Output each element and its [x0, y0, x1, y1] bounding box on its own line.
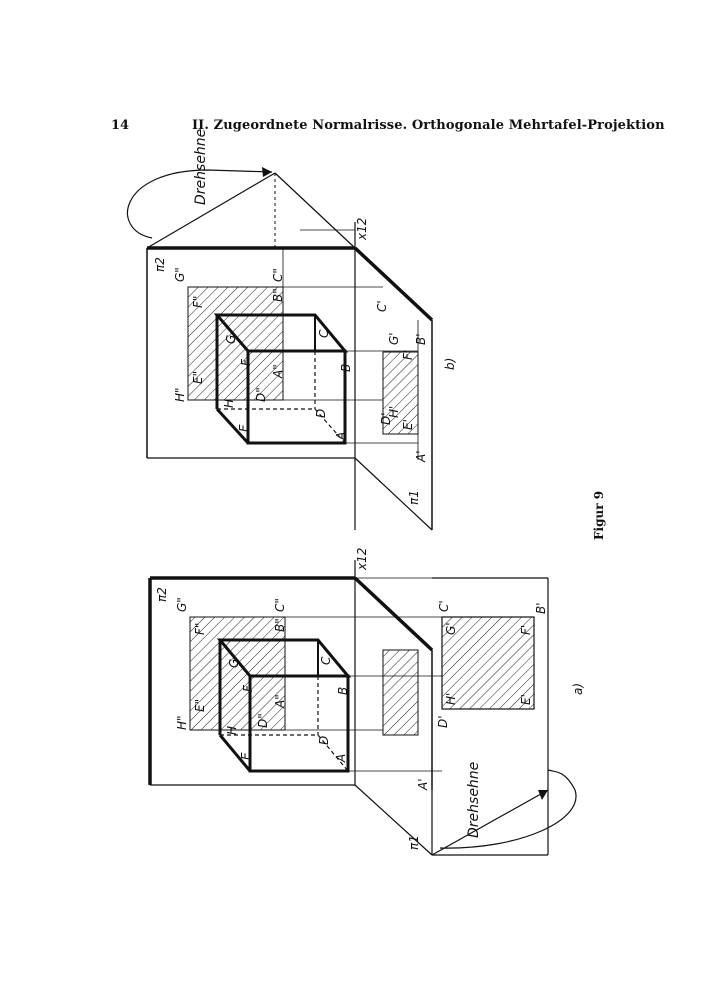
- point-b-C: C: [317, 329, 331, 338]
- point-a-E2: E": [193, 699, 207, 712]
- running-header: II. Zugeordnete Normalrisse. Orthogonale…: [192, 118, 665, 133]
- point-a-G: G: [227, 659, 241, 668]
- part-label-b: b): [443, 358, 457, 370]
- point-b-A2: A": [271, 364, 285, 379]
- point-b-E2: E": [191, 371, 205, 384]
- point-a-A2: A": [273, 694, 287, 709]
- figure-part-a: [148, 560, 577, 856]
- point-a-C2: C": [273, 598, 287, 612]
- point-b-B2: B": [271, 288, 285, 302]
- rotation-label-b: Drehsehne: [193, 129, 209, 205]
- point-b-H1: H': [387, 406, 401, 418]
- point-b-D1: D': [379, 412, 393, 425]
- point-a-G1: G': [444, 622, 458, 635]
- plane-label-b-pi2: π2: [153, 257, 167, 272]
- axis-label-b: x12: [355, 218, 369, 241]
- point-a-F: F: [241, 684, 255, 692]
- page-number: 14: [111, 118, 130, 133]
- point-b-G: G: [224, 335, 238, 344]
- point-b-H2: H": [173, 387, 187, 402]
- point-a-H1: H': [444, 693, 458, 705]
- point-a-A: A: [334, 754, 348, 763]
- point-b-F2: F": [191, 296, 205, 308]
- point-b-C1: C': [375, 300, 389, 312]
- point-a-F1: F': [519, 625, 533, 635]
- point-b-A: A: [334, 432, 348, 441]
- point-a-E1: E': [519, 694, 533, 705]
- point-b-B: B: [339, 364, 353, 372]
- figure-part-a-labels: Drehsehne π2 π1 x12 a) A B C D E F G H A…: [155, 548, 585, 850]
- point-b-G1: G': [387, 332, 401, 345]
- point-b-E1: E': [401, 419, 415, 430]
- point-a-G2: G": [175, 597, 189, 612]
- axis-label-a: x12: [355, 548, 369, 571]
- point-a-C1: C': [437, 600, 451, 612]
- part-label-a: a): [571, 683, 585, 695]
- point-a-E: E: [239, 752, 253, 760]
- point-a-H: H: [225, 726, 239, 735]
- point-b-G2: G": [173, 267, 187, 282]
- point-a-A1: A': [416, 778, 430, 791]
- point-a-D1: D': [436, 715, 450, 728]
- figure-part-b: [126, 167, 434, 531]
- point-b-B1: B': [414, 333, 428, 345]
- point-b-H: H: [222, 399, 236, 408]
- point-b-D2: D": [254, 387, 268, 402]
- point-b-A1: A': [414, 450, 428, 463]
- point-a-D2: D": [256, 713, 270, 728]
- figure-part-b-labels: Drehsehne π2 π1 x12 b) A B C D E F G H A…: [153, 129, 457, 505]
- point-b-C2: C": [271, 268, 285, 282]
- point-a-B1: B': [534, 602, 548, 614]
- point-a-C: C: [319, 656, 333, 665]
- point-b-E: E: [237, 424, 251, 432]
- plane-label-a-pi1: π1: [407, 835, 421, 850]
- point-a-H2: H": [175, 715, 189, 730]
- point-b-D: D: [314, 409, 328, 418]
- point-b-F1: F': [401, 350, 415, 360]
- figure-caption: Figur 9: [592, 491, 606, 540]
- plane-label-b-pi1: π1: [407, 490, 421, 505]
- plane-label-a-pi2: π2: [155, 587, 169, 602]
- point-a-B2: B": [273, 618, 287, 632]
- rotation-label-a: Drehsehne: [466, 762, 482, 838]
- point-a-D: D: [317, 736, 331, 745]
- point-a-B: B: [336, 687, 350, 695]
- point-b-F: F: [239, 358, 253, 366]
- point-a-F2: F": [193, 623, 207, 635]
